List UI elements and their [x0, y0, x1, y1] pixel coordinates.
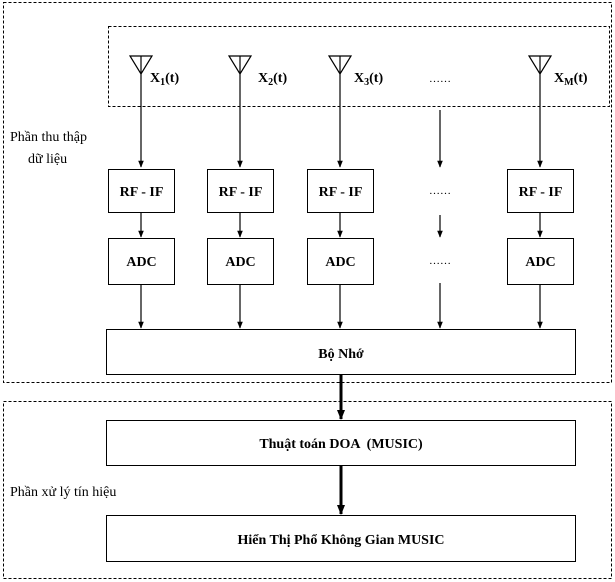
ellipsis-rf-if: ……: [429, 185, 451, 197]
ellipsis-adc: ……: [429, 255, 451, 267]
doa-algorithm-label: Thuật toán DOA (MUSIC): [259, 437, 423, 452]
antenna-icon: [527, 55, 553, 76]
rf-if-block-3: RF - IF: [307, 169, 374, 213]
antenna-icon: [227, 55, 253, 76]
antenna-m: XM(t): [527, 55, 588, 88]
adc-block-m: ADC: [507, 238, 574, 285]
antenna-icon: [327, 55, 353, 76]
doa-algorithm-block: Thuật toán DOA (MUSIC): [106, 420, 576, 466]
antenna-1: X1(t): [128, 55, 179, 88]
adc-block-2: ADC: [207, 238, 274, 285]
antenna-icon: [128, 55, 154, 76]
acquisition-section: [3, 2, 612, 383]
rf-if-block-1: RF - IF: [108, 169, 175, 213]
adc-block-3: ADC: [307, 238, 374, 285]
antenna-2-label: X2(t): [258, 71, 287, 88]
adc-label: ADC: [325, 255, 355, 270]
antenna-3: X3(t): [327, 55, 383, 88]
adc-block-1: ADC: [108, 238, 175, 285]
ellipsis-antennas: ……: [429, 73, 451, 85]
antenna-2: X2(t): [227, 55, 287, 88]
rf-if-block-2: RF - IF: [207, 169, 274, 213]
memory-block: Bộ Nhớ: [106, 329, 576, 375]
acquisition-label-line1: Phần thu thập: [10, 130, 87, 145]
music-spectrum-display-label: Hiển Thị Phổ Không Gian MUSIC: [237, 533, 444, 548]
memory-label: Bộ Nhớ: [318, 347, 364, 362]
acquisition-label-line2: dữ liệu: [28, 152, 67, 167]
rf-if-label: RF - IF: [219, 185, 263, 200]
rf-if-label: RF - IF: [120, 185, 164, 200]
antenna-3-label: X3(t): [354, 71, 383, 88]
adc-label: ADC: [525, 255, 555, 270]
processing-label: Phần xử lý tín hiệu: [10, 485, 116, 500]
adc-label: ADC: [225, 255, 255, 270]
rf-if-label: RF - IF: [519, 185, 563, 200]
antenna-m-label: XM(t): [554, 71, 588, 88]
adc-label: ADC: [126, 255, 156, 270]
rf-if-label: RF - IF: [319, 185, 363, 200]
processing-section: [3, 401, 612, 579]
antenna-1-label: X1(t): [150, 71, 179, 88]
music-spectrum-display-block: Hiển Thị Phổ Không Gian MUSIC: [106, 515, 576, 562]
antenna-array-box: [108, 26, 610, 107]
rf-if-block-m: RF - IF: [507, 169, 574, 213]
